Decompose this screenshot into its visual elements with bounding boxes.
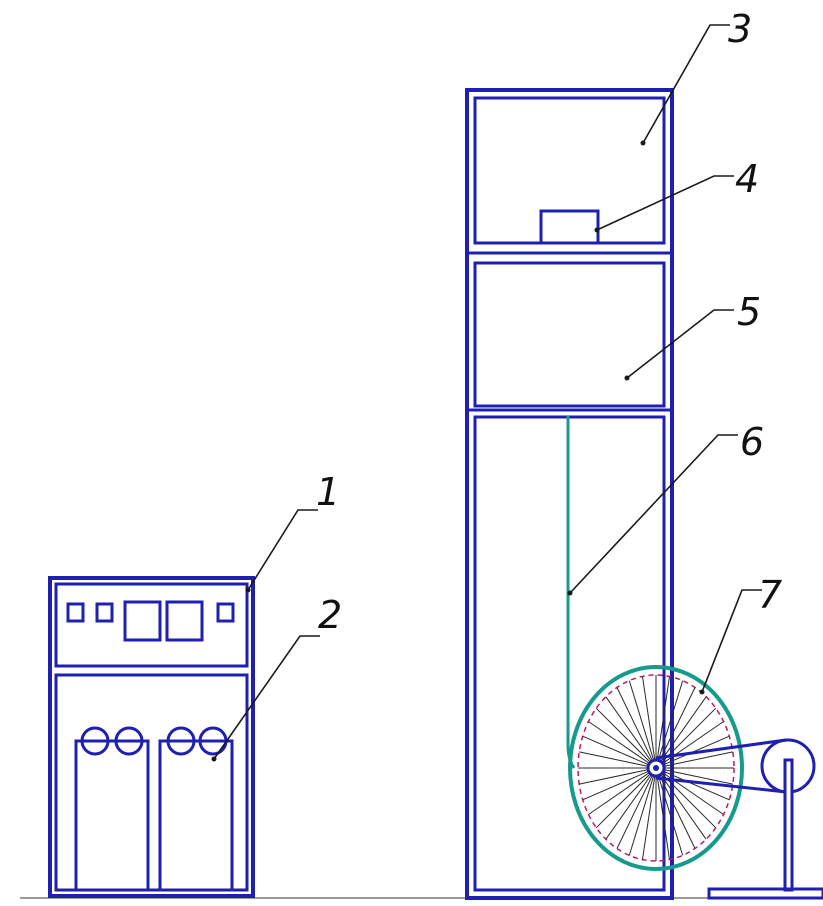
wheel-spoke bbox=[655, 767, 696, 849]
display-1 bbox=[123, 600, 162, 642]
wheel-spoke bbox=[582, 767, 657, 801]
middle-chamber bbox=[473, 261, 666, 408]
spinneret-block bbox=[539, 209, 600, 245]
callout-5: 5 bbox=[624, 290, 761, 381]
callout-5-label: 5 bbox=[737, 290, 761, 334]
wheel-spoke bbox=[595, 767, 657, 829]
wheel-spoke bbox=[642, 767, 657, 860]
wheel-spoke bbox=[655, 680, 684, 769]
indicator-3 bbox=[216, 602, 235, 623]
callout-6-label: 6 bbox=[740, 420, 764, 464]
callout-2: 2 bbox=[211, 593, 342, 762]
wheel-spoke bbox=[616, 687, 657, 769]
wheel-spoke bbox=[605, 696, 657, 769]
callout-1-label: 1 bbox=[316, 470, 340, 514]
wheel-spoke bbox=[655, 767, 670, 860]
callout-4-label: 4 bbox=[735, 157, 759, 201]
indicator-2 bbox=[95, 602, 114, 623]
control-panel bbox=[54, 582, 249, 668]
wheel-spoke bbox=[616, 767, 657, 849]
wheel-spoke bbox=[655, 687, 696, 769]
callout-3: 3 bbox=[640, 7, 752, 146]
motor-stand bbox=[783, 758, 794, 892]
indicator-1 bbox=[66, 602, 85, 623]
wheel-spoke bbox=[582, 735, 657, 769]
wheel-spoke bbox=[628, 680, 657, 769]
callout-7: 7 bbox=[699, 573, 782, 695]
callout-4: 4 bbox=[594, 157, 759, 233]
wheel-spoke bbox=[588, 767, 657, 815]
wheel-spoke bbox=[579, 767, 657, 785]
cylinder-compartment bbox=[54, 673, 249, 892]
callout-2-label: 2 bbox=[318, 593, 342, 637]
wheel-spoke bbox=[642, 676, 657, 769]
wheel-spoke bbox=[628, 767, 657, 856]
wheel-spoke bbox=[655, 767, 730, 801]
wheel-spoke bbox=[655, 676, 670, 769]
reactor-column bbox=[465, 88, 674, 900]
take-up-wheel bbox=[568, 665, 744, 871]
drive-assembly bbox=[655, 738, 823, 900]
wheel-spoke bbox=[595, 707, 657, 769]
wheel-spoke bbox=[588, 721, 657, 769]
callout-1: 1 bbox=[245, 470, 340, 593]
callout-3-label: 3 bbox=[728, 7, 752, 51]
upper-chamber bbox=[473, 96, 666, 245]
wheel-spoke bbox=[579, 751, 657, 769]
display-2 bbox=[165, 600, 204, 642]
wheel-spoke bbox=[655, 767, 684, 856]
wheel-spoke bbox=[655, 721, 724, 769]
callout-7-label: 7 bbox=[758, 573, 782, 617]
gas-cylinders bbox=[74, 726, 234, 892]
wheel-spoke bbox=[655, 751, 733, 769]
motor-base bbox=[707, 887, 823, 900]
callout-6: 6 bbox=[567, 420, 764, 596]
wheel-spoke bbox=[605, 767, 657, 840]
wheel-spoke bbox=[655, 767, 724, 815]
wheel-spoke bbox=[655, 767, 733, 785]
control-cabinet bbox=[48, 576, 255, 898]
